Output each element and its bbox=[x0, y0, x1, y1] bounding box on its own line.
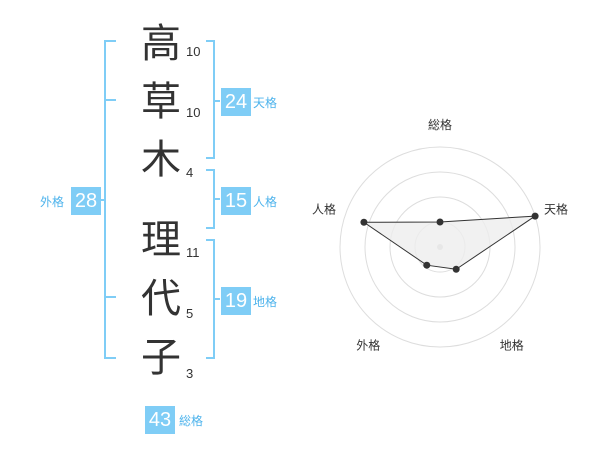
gaikaku-label: 外格 bbox=[40, 195, 65, 209]
name-char-5: 代 bbox=[141, 276, 181, 322]
stroke-count-4: 11 bbox=[186, 245, 200, 260]
radar-point-2 bbox=[531, 212, 539, 220]
chikaku-value-badge: 19 bbox=[221, 287, 251, 315]
chikaku-label: 地格 bbox=[253, 295, 278, 309]
name-char-2: 草 bbox=[141, 79, 181, 125]
radar-axis-label-1: 総格 bbox=[428, 117, 452, 132]
jinkaku-label: 人格 bbox=[253, 195, 278, 209]
tenkaku-label: 天格 bbox=[253, 96, 278, 110]
soukaku-value-badge: 43 bbox=[145, 406, 175, 434]
stroke-count-1: 10 bbox=[186, 44, 201, 59]
soukaku-label: 総格 bbox=[179, 414, 204, 428]
radar-point-3 bbox=[452, 265, 460, 273]
stroke-count-2: 10 bbox=[186, 105, 201, 120]
radar-point-5 bbox=[360, 218, 368, 226]
stroke-count-5: 5 bbox=[186, 306, 194, 321]
name-char-4: 理 bbox=[141, 217, 181, 263]
radar-point-1 bbox=[436, 218, 444, 226]
name-char-1: 高 bbox=[141, 21, 181, 67]
name-char-6: 子 bbox=[141, 335, 181, 381]
radar-axis-label-2: 天格 bbox=[544, 201, 568, 216]
gaikaku-value-badge: 28 bbox=[71, 187, 101, 215]
stroke-count-3: 4 bbox=[186, 165, 194, 180]
radar-series-polygon bbox=[362, 215, 537, 270]
jinkaku-value-badge: 15 bbox=[221, 187, 251, 215]
name-char-3: 木 bbox=[141, 137, 181, 183]
radar-ring bbox=[339, 146, 541, 348]
radar-ring bbox=[364, 171, 516, 323]
radar-point-4 bbox=[423, 261, 431, 269]
radar-axis-label-5: 人格 bbox=[312, 201, 336, 216]
stroke-count-6: 3 bbox=[186, 366, 194, 381]
radar-axis-label-3: 地格 bbox=[500, 338, 524, 353]
tenkaku-value-badge: 24 bbox=[221, 88, 251, 116]
radar-axis-label-4: 外格 bbox=[356, 338, 380, 353]
